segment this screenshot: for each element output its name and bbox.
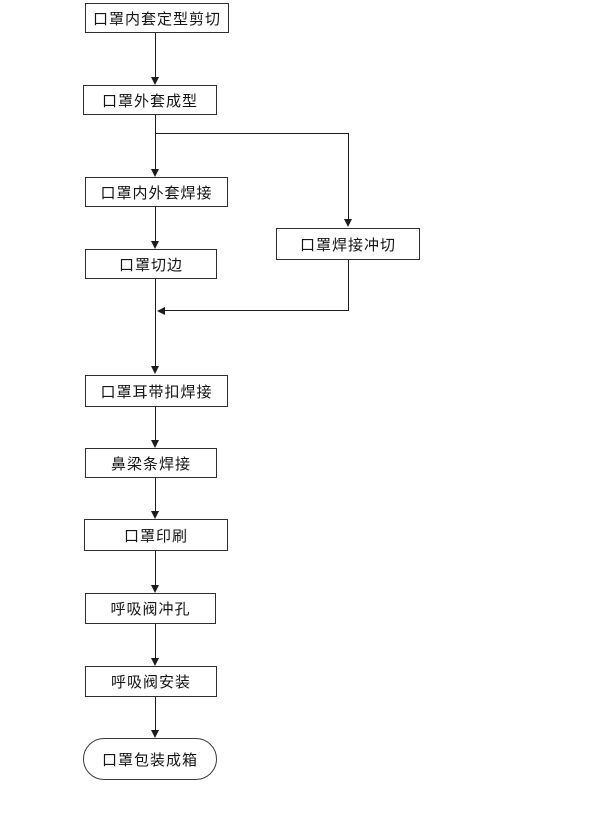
node-label: 口罩包装成箱 bbox=[101, 751, 198, 769]
edge-line bbox=[155, 407, 156, 440]
arrow-down-icon bbox=[151, 585, 159, 593]
edge-line bbox=[155, 279, 156, 367]
arrow-down-icon bbox=[151, 730, 159, 738]
node-label: 呼吸阀冲孔 bbox=[110, 601, 191, 618]
node-edge-trimming: 口罩切边 bbox=[85, 249, 217, 279]
arrow-down-icon bbox=[151, 440, 159, 448]
edge-line bbox=[155, 624, 156, 658]
arrow-down-icon bbox=[151, 511, 159, 519]
edge-line bbox=[155, 133, 348, 134]
arrow-down-icon bbox=[151, 241, 159, 249]
node-mask-printing: 口罩印刷 bbox=[84, 519, 228, 551]
node-nose-bridge-welding: 鼻梁条焊接 bbox=[85, 448, 217, 478]
arrow-down-icon bbox=[151, 658, 159, 666]
arrow-down-icon bbox=[344, 219, 352, 227]
arrow-down-icon bbox=[151, 77, 159, 85]
edge-line bbox=[348, 260, 349, 311]
arrow-down-icon bbox=[151, 366, 159, 374]
node-label: 口罩切边 bbox=[118, 256, 183, 274]
node-label: 呼吸阀安装 bbox=[110, 674, 191, 691]
node-label: 口罩焊接冲切 bbox=[299, 236, 396, 254]
node-label: 口罩内外套焊接 bbox=[100, 184, 213, 202]
node-label: 口罩内套定型剪切 bbox=[92, 10, 221, 28]
edge-line bbox=[155, 478, 156, 511]
node-packing-boxing: 口罩包装成箱 bbox=[83, 738, 217, 780]
node-inner-outer-welding: 口罩内外套焊接 bbox=[85, 177, 228, 207]
node-inner-shaping-cut: 口罩内套定型剪切 bbox=[85, 3, 229, 33]
edge-line bbox=[155, 115, 156, 170]
edge-line bbox=[155, 207, 156, 242]
node-label: 口罩耳带扣焊接 bbox=[100, 383, 213, 401]
node-outer-forming: 口罩外套成型 bbox=[83, 85, 217, 115]
node-valve-punching: 呼吸阀冲孔 bbox=[85, 593, 216, 624]
edge-line bbox=[155, 33, 156, 78]
arrow-left-icon bbox=[157, 307, 165, 315]
edge-line bbox=[155, 551, 156, 585]
arrow-down-icon bbox=[151, 169, 159, 177]
node-weld-punch-cut: 口罩焊接冲切 bbox=[276, 228, 420, 260]
node-label: 口罩外套成型 bbox=[101, 92, 198, 110]
node-label: 口罩印刷 bbox=[123, 527, 188, 545]
edge-line bbox=[348, 133, 349, 220]
node-valve-installation: 呼吸阀安装 bbox=[85, 666, 217, 697]
edge-line bbox=[155, 697, 156, 730]
edge-line bbox=[164, 310, 349, 311]
node-ear-strap-welding: 口罩耳带扣焊接 bbox=[85, 375, 228, 407]
node-label: 鼻梁条焊接 bbox=[110, 455, 191, 473]
